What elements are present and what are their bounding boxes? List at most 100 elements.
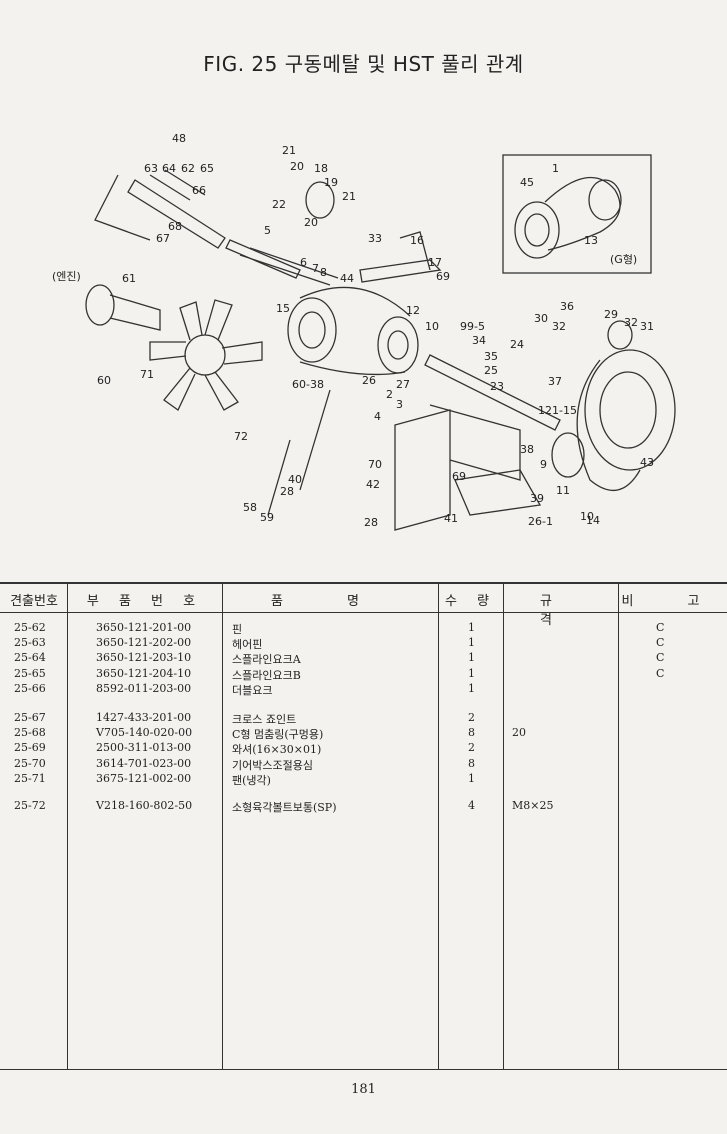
engine-label: (엔진) [52, 270, 81, 283]
table-row: 25-71 3675-121-002-00 팬(냉각) 1 [0, 772, 727, 787]
callout-number: 26-1 [528, 515, 553, 528]
cell-qty: 2 [468, 741, 475, 755]
cell-part-no: 3675-121-002-00 [96, 771, 192, 785]
header-name: 품 명 [270, 594, 390, 609]
callout-number: 21 [342, 190, 356, 203]
callout-number: 29 [604, 308, 618, 321]
cell-qty: 1 [468, 771, 475, 785]
cell-qty: 4 [468, 799, 475, 812]
cell-qty: 1 [468, 621, 475, 634]
callout-number: 40 [288, 473, 302, 486]
callout-number: 19 [324, 176, 338, 189]
callout-number: 26 [362, 374, 376, 387]
callout-number: 11 [556, 484, 570, 497]
callout-number: 67 [156, 232, 170, 245]
cell-qty: 8 [468, 756, 475, 770]
cell-name: C형 멈춤링(구멍용) [232, 728, 324, 742]
callout-number: 20 [304, 216, 318, 229]
cell-name: 스플라인요크B [232, 668, 301, 682]
callout-number: 12 [406, 304, 420, 317]
cell-part-no: V705-140-020-00 [96, 726, 193, 740]
cell-name: 더블요크 [232, 683, 273, 697]
cell-part-no: 3650-121-202-00 [96, 636, 192, 650]
callout-number: 44 [340, 272, 354, 285]
callout-number: 8 [320, 266, 327, 279]
callout-number: 41 [444, 512, 458, 525]
cell-ref: 25-64 [14, 651, 46, 665]
callout-number: 1 [552, 162, 559, 175]
callout-number: 59 [260, 511, 274, 524]
callout-number: 21 [282, 144, 296, 157]
callout-number: 64 [162, 162, 176, 175]
callout-number: 32 [624, 316, 638, 329]
cell-note: C [656, 621, 665, 634]
table-header: 견출번호 부 품 번 호 품 명 수 량 규 격 비 고 [0, 584, 727, 628]
callout-number: 6 [300, 256, 307, 269]
cell-qty: 2 [468, 711, 475, 724]
callout-number: 45 [520, 176, 534, 189]
cell-qty: 1 [468, 651, 475, 665]
header-note: 비 고 [621, 594, 725, 609]
callout-number: 60 [97, 374, 111, 387]
page-title: FIG. 25 구동메탈 및 HST 풀리 관계 [203, 52, 524, 76]
cell-name: 크로스 죠인트 [232, 713, 297, 726]
callout-number: 43 [640, 456, 654, 469]
page-number: 181 [351, 1082, 376, 1097]
cell-note: C [656, 651, 665, 665]
cell-name: 기어박스조절용심 [232, 758, 313, 772]
cell-ref: 25-69 [14, 741, 46, 755]
cell-part-no: 2500-311-013-00 [96, 741, 192, 755]
callout-number: 15 [276, 302, 290, 315]
cell-name: 소형육각볼트보통(SP) [232, 801, 337, 814]
callout-number: 30 [534, 312, 548, 325]
cell-qty: 1 [468, 681, 475, 695]
callout-number: 28 [280, 485, 294, 498]
cell-part-no: 3650-121-203-10 [96, 651, 192, 665]
callout-number: 72 [234, 430, 248, 443]
callout-number: 66 [192, 184, 206, 197]
callout-number: 42 [366, 478, 380, 491]
callout-number: 20 [290, 160, 304, 173]
callout-number: 18 [314, 162, 328, 175]
cell-part-no: 8592-011-203-00 [96, 681, 192, 695]
inset-label: (G형) [610, 253, 637, 266]
callout-number: 70 [368, 458, 382, 471]
callout-number: 36 [560, 300, 574, 313]
header-part-no: 부 품 번 호 [86, 594, 204, 609]
callout-number: 33 [368, 232, 382, 245]
callout-number: 62 [181, 162, 195, 175]
cell-ref: 25-63 [14, 636, 46, 650]
callout-number: 69 [436, 270, 450, 283]
cell-part-no: V218-160-802-50 [96, 799, 193, 812]
callout-number: 13 [584, 234, 598, 247]
header-ref: 견출번호 [10, 594, 58, 609]
cell-spec: 20 [512, 726, 526, 740]
callout-number: 28 [364, 516, 378, 529]
diagram-labels: (엔진) (G형) [52, 253, 637, 283]
cell-part-no: 3650-121-201-00 [96, 621, 192, 634]
cell-ref: 25-65 [14, 666, 46, 680]
callout-number: 5 [264, 224, 271, 237]
cell-qty: 8 [468, 726, 475, 740]
callout-number: 16 [410, 234, 424, 247]
cell-qty: 1 [468, 666, 475, 680]
callout-number: 2 [386, 388, 393, 401]
cell-ref: 25-71 [14, 771, 46, 785]
callout-number: 60-38 [292, 378, 324, 391]
callout-number: 25 [484, 364, 498, 377]
callout-number: 38 [520, 443, 534, 456]
callout-number: 3 [396, 398, 403, 411]
callout-number: 10 [425, 320, 439, 333]
callout-number: 9 [540, 458, 547, 471]
cell-qty: 1 [468, 636, 475, 650]
callout-number: 4 [374, 410, 381, 423]
callout-number: 68 [168, 220, 182, 233]
cell-name: 팬(냉각) [232, 773, 271, 787]
